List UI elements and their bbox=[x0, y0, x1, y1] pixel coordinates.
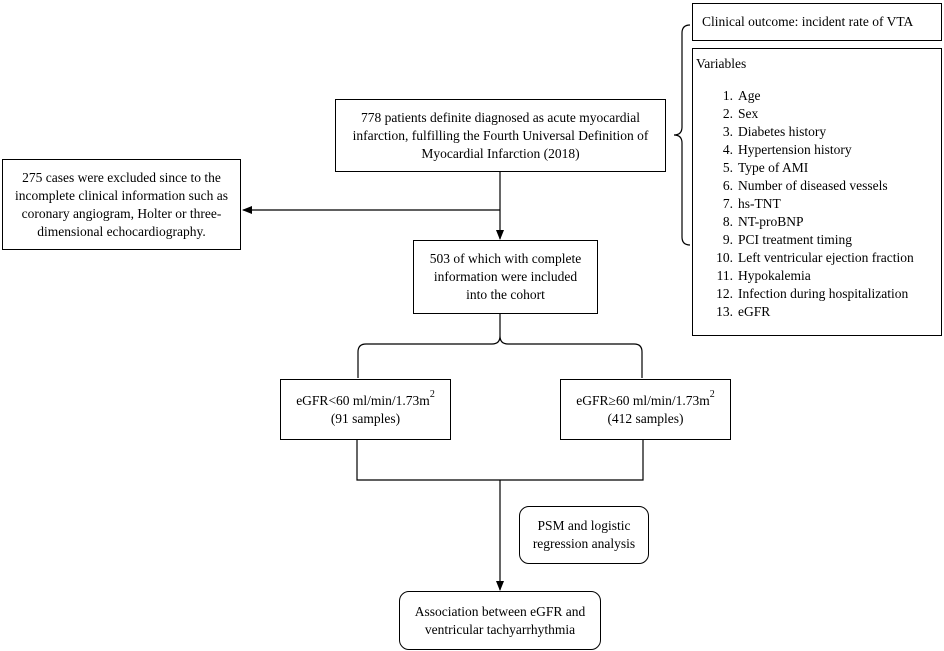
patients-line-3: Myocardial Infarction (2018) bbox=[421, 145, 580, 161]
high-egfr-exponent: 2 bbox=[709, 389, 715, 400]
association-box: Association between eGFR and ventricular… bbox=[399, 591, 601, 650]
variable-item: 13. eGFR bbox=[696, 303, 937, 321]
variable-number: 4. bbox=[722, 142, 733, 157]
variable-number: 11. bbox=[716, 268, 733, 283]
variable-item: 2. Sex bbox=[696, 105, 937, 123]
patients-line-1: 778 patients definite diagnosed as acute… bbox=[361, 109, 640, 125]
split-brace bbox=[357, 314, 643, 378]
excluded-box: 275 cases were excluded since to the inc… bbox=[2, 159, 241, 250]
association-line-1: Association between eGFR and bbox=[414, 603, 586, 619]
variable-number: 8. bbox=[722, 214, 733, 229]
low-egfr-samples: (91 samples) bbox=[330, 410, 401, 426]
variable-label: Infection during hospitalization bbox=[738, 286, 909, 301]
variable-number: 7. bbox=[722, 196, 733, 211]
included-line-3: into the cohort bbox=[466, 287, 545, 302]
variable-item: 12. Infection during hospitalization bbox=[696, 285, 937, 303]
variable-number: 9. bbox=[722, 232, 733, 247]
variable-label: hs-TNT bbox=[738, 196, 781, 211]
variable-number: 12. bbox=[716, 286, 733, 301]
high-egfr-label: eGFR≥60 ml/min/1.73m2 bbox=[576, 389, 715, 410]
variable-label: PCI treatment timing bbox=[738, 232, 852, 247]
variable-item: 4. Hypertension history bbox=[696, 141, 937, 159]
variable-item: 1. Age bbox=[696, 87, 937, 105]
low-egfr-box: eGFR<60 ml/min/1.73m2 (91 samples) bbox=[280, 379, 451, 440]
psm-box: PSM and logistic regression analysis bbox=[519, 506, 649, 564]
variable-label: Number of diseased vessels bbox=[738, 178, 888, 193]
low-egfr-exponent: 2 bbox=[429, 389, 435, 400]
excluded-line-1: 275 cases were excluded since to the bbox=[22, 169, 221, 185]
patients-box: 778 patients definite diagnosed as acute… bbox=[335, 99, 666, 172]
variables-list: 1. Age 2. Sex 3. Diabetes history 4. Hypertensi… bbox=[696, 87, 937, 321]
association-line-2: ventricular tachyarrhythmia bbox=[424, 621, 576, 637]
variable-label: Left ventricular ejection fraction bbox=[738, 250, 914, 265]
variable-label: Age bbox=[738, 88, 761, 103]
variable-label: Sex bbox=[738, 106, 759, 121]
right-brace bbox=[673, 24, 691, 246]
variable-number: 2. bbox=[722, 106, 733, 121]
excluded-line-4: dimensional echocardiography. bbox=[37, 223, 206, 239]
included-line-1: 503 of which with complete bbox=[429, 251, 582, 266]
outcome-text: Clinical outcome: incident rate of VTA bbox=[702, 14, 914, 29]
variable-item: 11. Hypokalemia bbox=[696, 267, 937, 285]
variable-item: 9. PCI treatment timing bbox=[696, 231, 937, 249]
variable-number: 5. bbox=[722, 160, 733, 175]
psm-line-2: regression analysis bbox=[532, 536, 636, 551]
psm-line-1: PSM and logistic bbox=[537, 518, 631, 533]
variable-item: 6. Number of diseased vessels bbox=[696, 177, 937, 195]
high-egfr-label-text: eGFR≥60 ml/min/1.73m bbox=[576, 392, 710, 408]
excluded-line-3: coronary angiogram, Holter or three- bbox=[21, 205, 222, 221]
low-egfr-label: eGFR<60 ml/min/1.73m2 bbox=[296, 389, 435, 410]
patients-line-2: infarction, fulfilling the Fourth Univer… bbox=[352, 127, 649, 143]
variable-label: Diabetes history bbox=[738, 124, 827, 139]
variable-label: eGFR bbox=[738, 304, 771, 319]
included-box: 503 of which with complete information w… bbox=[413, 240, 598, 314]
variable-number: 6. bbox=[722, 178, 733, 193]
variables-title: Variables bbox=[696, 56, 747, 71]
variable-item: 3. Diabetes history bbox=[696, 123, 937, 141]
outcome-box: Clinical outcome: incident rate of VTA bbox=[692, 3, 942, 41]
high-egfr-samples: (412 samples) bbox=[607, 410, 684, 426]
high-egfr-box: eGFR≥60 ml/min/1.73m2 (412 samples) bbox=[560, 379, 731, 440]
variable-number: 10. bbox=[716, 250, 733, 265]
variable-label: NT-proBNP bbox=[738, 214, 804, 229]
merge-lines bbox=[356, 440, 644, 481]
variables-box: Variables 1. Age 2. Sex 3. Diabetes history 4.… bbox=[692, 48, 942, 336]
variable-item: 8. NT-proBNP bbox=[696, 213, 937, 231]
variable-label: Hypertension history bbox=[738, 142, 852, 157]
variable-item: 5. Type of AMI bbox=[696, 159, 937, 177]
variable-item: 7. hs-TNT bbox=[696, 195, 937, 213]
variable-label: Hypokalemia bbox=[738, 268, 811, 283]
excluded-line-2: incomplete clinical information such as bbox=[15, 187, 228, 203]
variable-item: 10. Left ventricular ejection fraction bbox=[696, 249, 937, 267]
variable-label: Type of AMI bbox=[738, 160, 809, 175]
included-line-2: information were included bbox=[433, 269, 578, 284]
variable-number: 3. bbox=[722, 124, 733, 139]
low-egfr-label-text: eGFR<60 ml/min/1.73m bbox=[296, 392, 430, 408]
variable-number: 1. bbox=[722, 88, 733, 103]
variable-number: 13. bbox=[716, 304, 733, 319]
